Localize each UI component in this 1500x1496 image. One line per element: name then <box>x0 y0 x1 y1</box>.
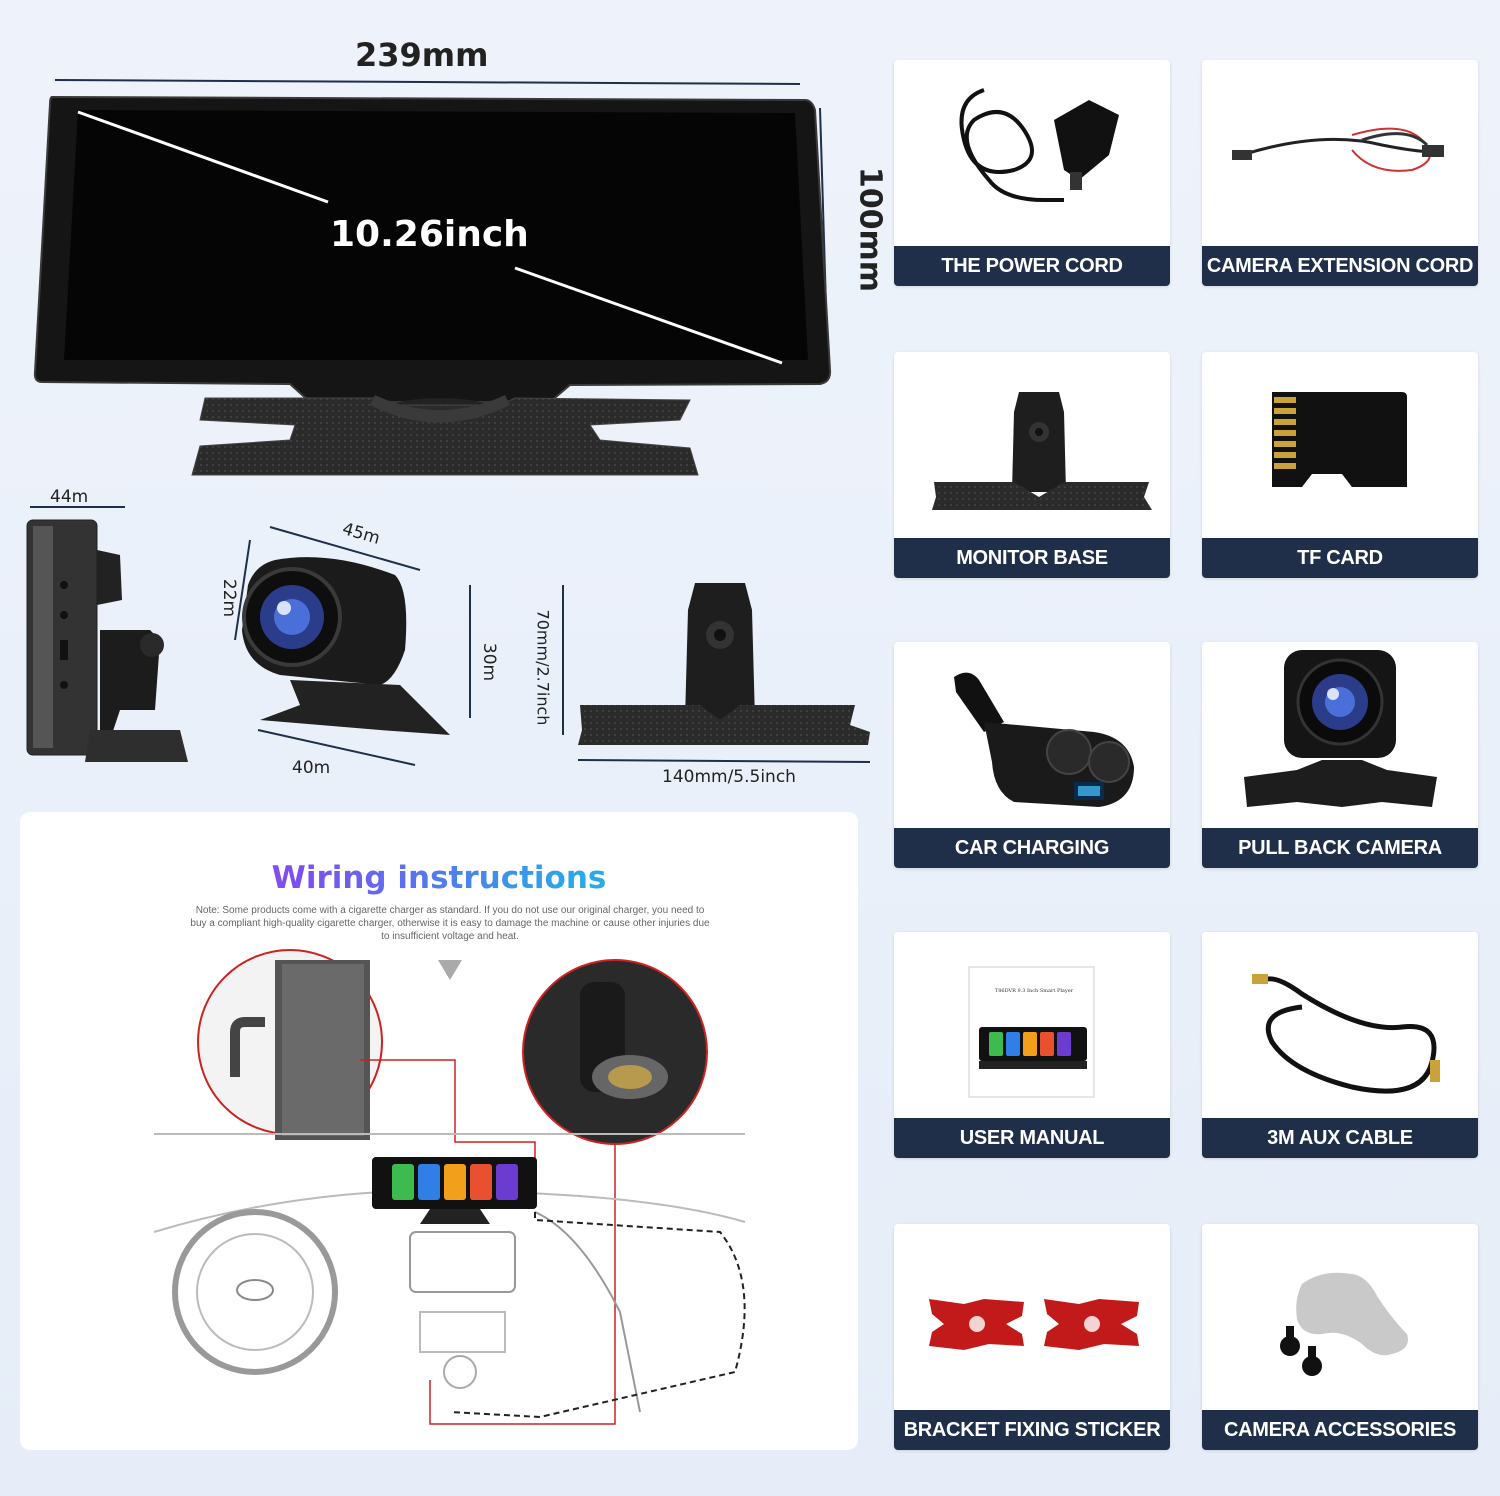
accessory-label: PULL BACK CAMERA <box>1202 828 1478 868</box>
accessory-card-pull-back-camera: PULL BACK CAMERA <box>1202 642 1478 868</box>
accessory-label: CAR CHARGING <box>894 828 1170 868</box>
rear-camera-icon <box>1244 650 1437 807</box>
accessory-card-camera-extension-cord: CAMERA EXTENSION CORD <box>1202 60 1478 286</box>
accessory-label: CAMERA EXTENSION CORD <box>1202 246 1478 286</box>
accessory-card-monitor-base: MONITOR BASE <box>894 352 1170 578</box>
car-charger-icon <box>954 672 1134 807</box>
wiring-panel: Wiring instructions Note: Some products … <box>20 812 858 1450</box>
accessory-label: 3M AUX CABLE <box>1202 1118 1478 1158</box>
aux-cable-icon <box>1252 974 1440 1094</box>
accessory-card-car-charging: CAR CHARGING <box>894 642 1170 868</box>
dimension-diagonal: 10.26inch <box>330 214 529 255</box>
sticker-icon <box>929 1299 1139 1350</box>
wiring-note: Note: Some products come with a cigarett… <box>190 905 710 942</box>
camera-accessories-icon <box>1280 1272 1408 1376</box>
dimension-width: 239mm <box>355 36 489 74</box>
power-cord-icon <box>959 88 1119 202</box>
accessory-label: TF CARD <box>1202 538 1478 578</box>
side-views-illustration <box>26 506 871 766</box>
extension-cord-icon <box>1232 127 1444 172</box>
accessory-card-user-manual: T86DVR 9.3 Inch Smart Player USER MANUAL <box>894 932 1170 1158</box>
dimension-base-width: 140mm/5.5inch <box>662 767 796 787</box>
accessory-label: CAMERA ACCESSORIES <box>1202 1410 1478 1450</box>
accessory-card-tf-card: TF CARD <box>1202 352 1478 578</box>
dimension-camera-bottom: 40m <box>292 758 331 778</box>
monitor-illustration <box>33 79 832 476</box>
wiring-diagram <box>153 949 746 1425</box>
accessory-label: MONITOR BASE <box>894 538 1170 578</box>
accessory-card-camera-accessories: CAMERA ACCESSORIES <box>1202 1224 1478 1450</box>
dimension-base-height: 70mm/2.7inch <box>533 609 553 726</box>
dimension-camera-left: 22m <box>219 578 240 618</box>
dimension-height: 100mm <box>852 166 888 293</box>
accessory-label: USER MANUAL <box>894 1118 1170 1158</box>
user-manual-icon <box>968 966 1095 1098</box>
accessory-card-bracket-fixing-sticker: BRACKET FIXING STICKER <box>894 1224 1170 1450</box>
accessory-card-aux-cable: 3M AUX CABLE <box>1202 932 1478 1158</box>
accessory-card-power-cord: THE POWER CORD <box>894 60 1170 286</box>
tf-card-icon <box>1272 392 1407 487</box>
accessory-label: THE POWER CORD <box>894 246 1170 286</box>
wiring-title: Wiring instructions <box>20 860 858 896</box>
dimension-side-depth: 44m <box>50 487 89 507</box>
accessory-label: BRACKET FIXING STICKER <box>894 1410 1170 1450</box>
dimension-camera-right: 30m <box>479 642 500 682</box>
manual-cover-text: T86DVR 9.3 Inch Smart Player <box>994 988 1074 994</box>
monitor-base-icon <box>932 392 1152 510</box>
